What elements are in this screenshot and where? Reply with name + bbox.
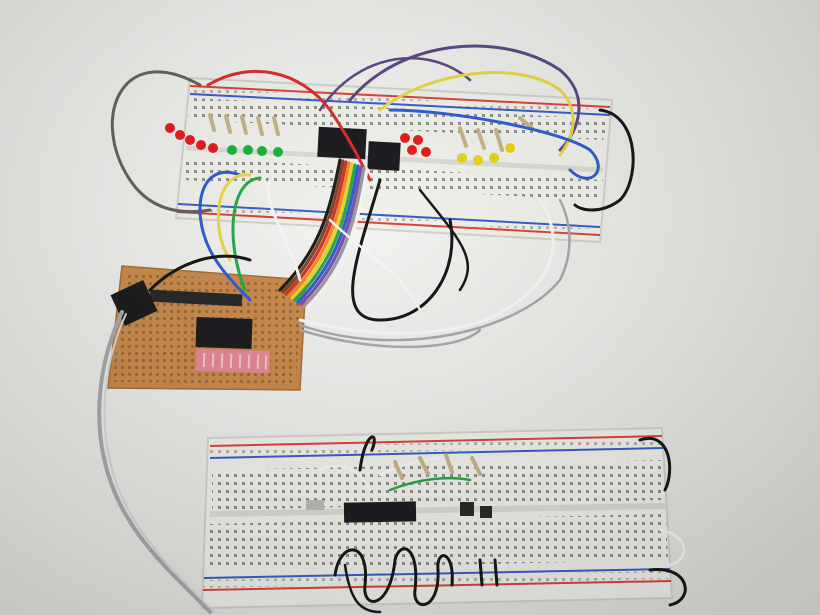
electronics-photo — [0, 0, 820, 615]
vignette — [0, 0, 820, 615]
